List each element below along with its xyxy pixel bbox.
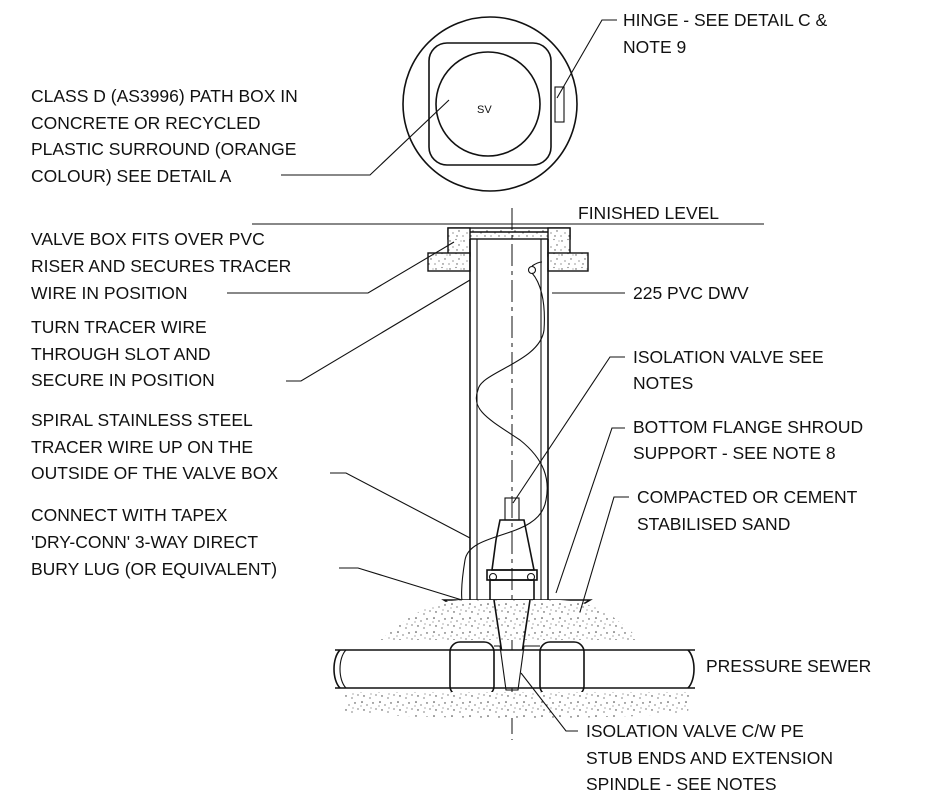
isolation-valve-label: ISOLATION VALVE SEE NOTES	[633, 347, 829, 393]
isolation-valve-leader	[512, 356, 625, 504]
valve-box-label: VALVE BOX FITS OVER PVC RISER AND SECURE…	[31, 229, 296, 303]
hinge-label: HINGE - SEE DETAIL C & NOTE 9	[623, 10, 832, 57]
pressure-sewer-label: PRESSURE SEWER	[706, 656, 871, 676]
bedding-sand	[345, 692, 690, 718]
isolation-valve-pe-leader	[520, 672, 578, 732]
tracer-wire-spiral	[461, 389, 548, 601]
compacted-sand-leader	[579, 496, 629, 613]
bottom-flange-leader	[555, 427, 625, 594]
turn-tracer-label: TURN TRACER WIRE THROUGH SLOT AND SECURE…	[31, 317, 215, 390]
hinge-symbol	[554, 86, 565, 123]
bottom-flange-label: BOTTOM FLANGE SHROUD SUPPORT - SEE NOTE …	[633, 417, 868, 463]
tracer-wire-upper	[477, 272, 545, 391]
surround-block-left	[427, 252, 471, 272]
spiral-wire-label: SPIRAL STAINLESS STEEL TRACER WIRE UP ON…	[31, 410, 278, 483]
finished-level-label: FINISHED LEVEL	[578, 203, 719, 223]
isolation-valve-pe-label: ISOLATION VALVE C/W PE STUB ENDS AND EXT…	[586, 721, 838, 794]
surround-block-right	[547, 252, 589, 272]
path-box-outline	[428, 42, 552, 166]
plan-outer-circle	[402, 16, 578, 192]
sv-marker: SV	[477, 104, 492, 116]
valve-lid-circle	[435, 51, 541, 157]
valve-box-leader	[227, 241, 455, 294]
hinge-leader	[556, 19, 617, 99]
spiral-wire-leader	[330, 472, 471, 539]
turn-tracer-leader	[286, 279, 471, 382]
connect-lug-leader	[339, 567, 463, 601]
isolation-valve-body	[491, 519, 535, 571]
path-box-leader	[281, 99, 450, 176]
section-view	[252, 208, 764, 740]
path-box-label: CLASS D (AS3996) PATH BOX IN CONCRETE OR…	[31, 86, 303, 186]
path-box-right	[547, 227, 571, 257]
compacted-sand	[380, 600, 640, 640]
compacted-sand-label: COMPACTED OR CEMENT STABILISED SAND	[637, 487, 862, 534]
connect-lug-label: CONNECT WITH TAPEX 'DRY-CONN' 3-WAY DIRE…	[31, 505, 277, 579]
tracer-slot	[527, 265, 537, 275]
pvc-dwv-label: 225 PVC DWV	[633, 283, 749, 303]
plan-view: SV	[402, 16, 578, 192]
path-box-left	[447, 227, 471, 257]
